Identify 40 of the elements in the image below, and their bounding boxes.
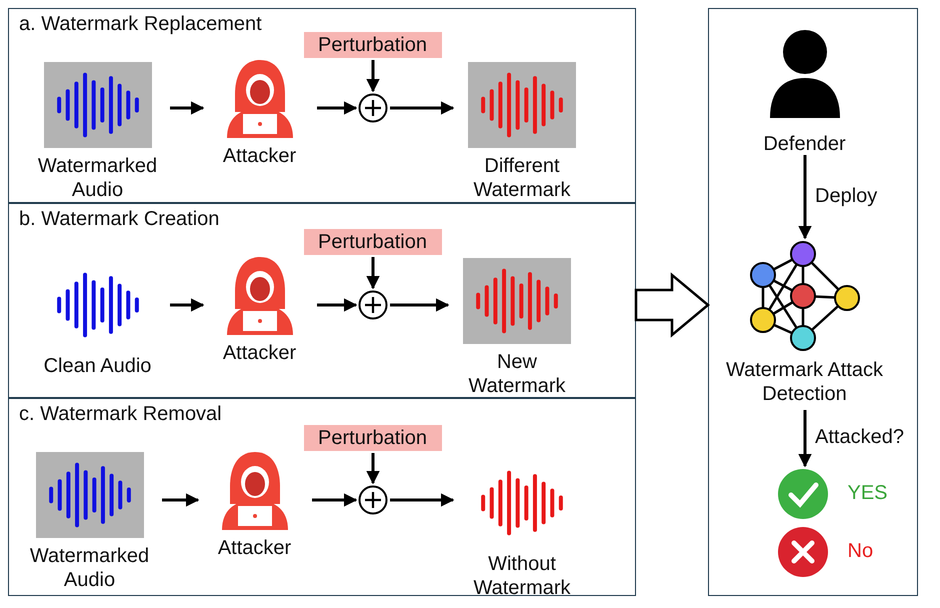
plus-circle xyxy=(358,92,388,122)
node-label: Clean Audio xyxy=(42,354,152,378)
node-label: Watermarked Audio xyxy=(28,544,150,592)
arrow xyxy=(170,298,204,312)
input-label: Perturbation xyxy=(304,32,442,58)
panel-title: a. Watermark Replacement xyxy=(19,13,262,36)
node-label: Without Watermark xyxy=(472,552,572,600)
arrow xyxy=(317,298,358,312)
arrow xyxy=(798,155,812,240)
node-label: Watermark Attack Detection xyxy=(724,358,884,406)
input-label: Perturbation xyxy=(304,228,442,254)
panel xyxy=(708,8,918,596)
arrow xyxy=(366,453,380,484)
arrow xyxy=(798,410,812,468)
panel xyxy=(8,398,636,596)
panel xyxy=(8,203,636,398)
input-label: Perturbation xyxy=(304,424,442,450)
node-label: Attacker xyxy=(222,144,298,168)
panel-title: c. Watermark Removal xyxy=(19,403,222,426)
node-label: Different Watermark xyxy=(472,154,572,202)
panel xyxy=(8,8,636,203)
node-label: Attacker xyxy=(216,536,292,560)
node-label: Defender xyxy=(762,132,847,156)
arrow xyxy=(390,298,450,312)
plus-circle xyxy=(358,484,388,514)
arrow xyxy=(312,493,358,507)
node-label: New Watermark xyxy=(467,350,567,398)
panel-title: b. Watermark Creation xyxy=(19,208,220,231)
answer-label: YES xyxy=(848,482,888,505)
arrow xyxy=(366,60,380,92)
arrow xyxy=(390,101,454,115)
plus-circle xyxy=(358,290,388,320)
node-label: Attacker xyxy=(222,340,298,364)
arrow xyxy=(317,101,358,115)
arrow xyxy=(170,101,204,115)
arrow xyxy=(390,493,454,507)
arrow xyxy=(162,493,200,507)
hollow-arrow xyxy=(634,272,710,338)
arrow xyxy=(366,257,380,290)
answer-label: No xyxy=(848,540,874,563)
